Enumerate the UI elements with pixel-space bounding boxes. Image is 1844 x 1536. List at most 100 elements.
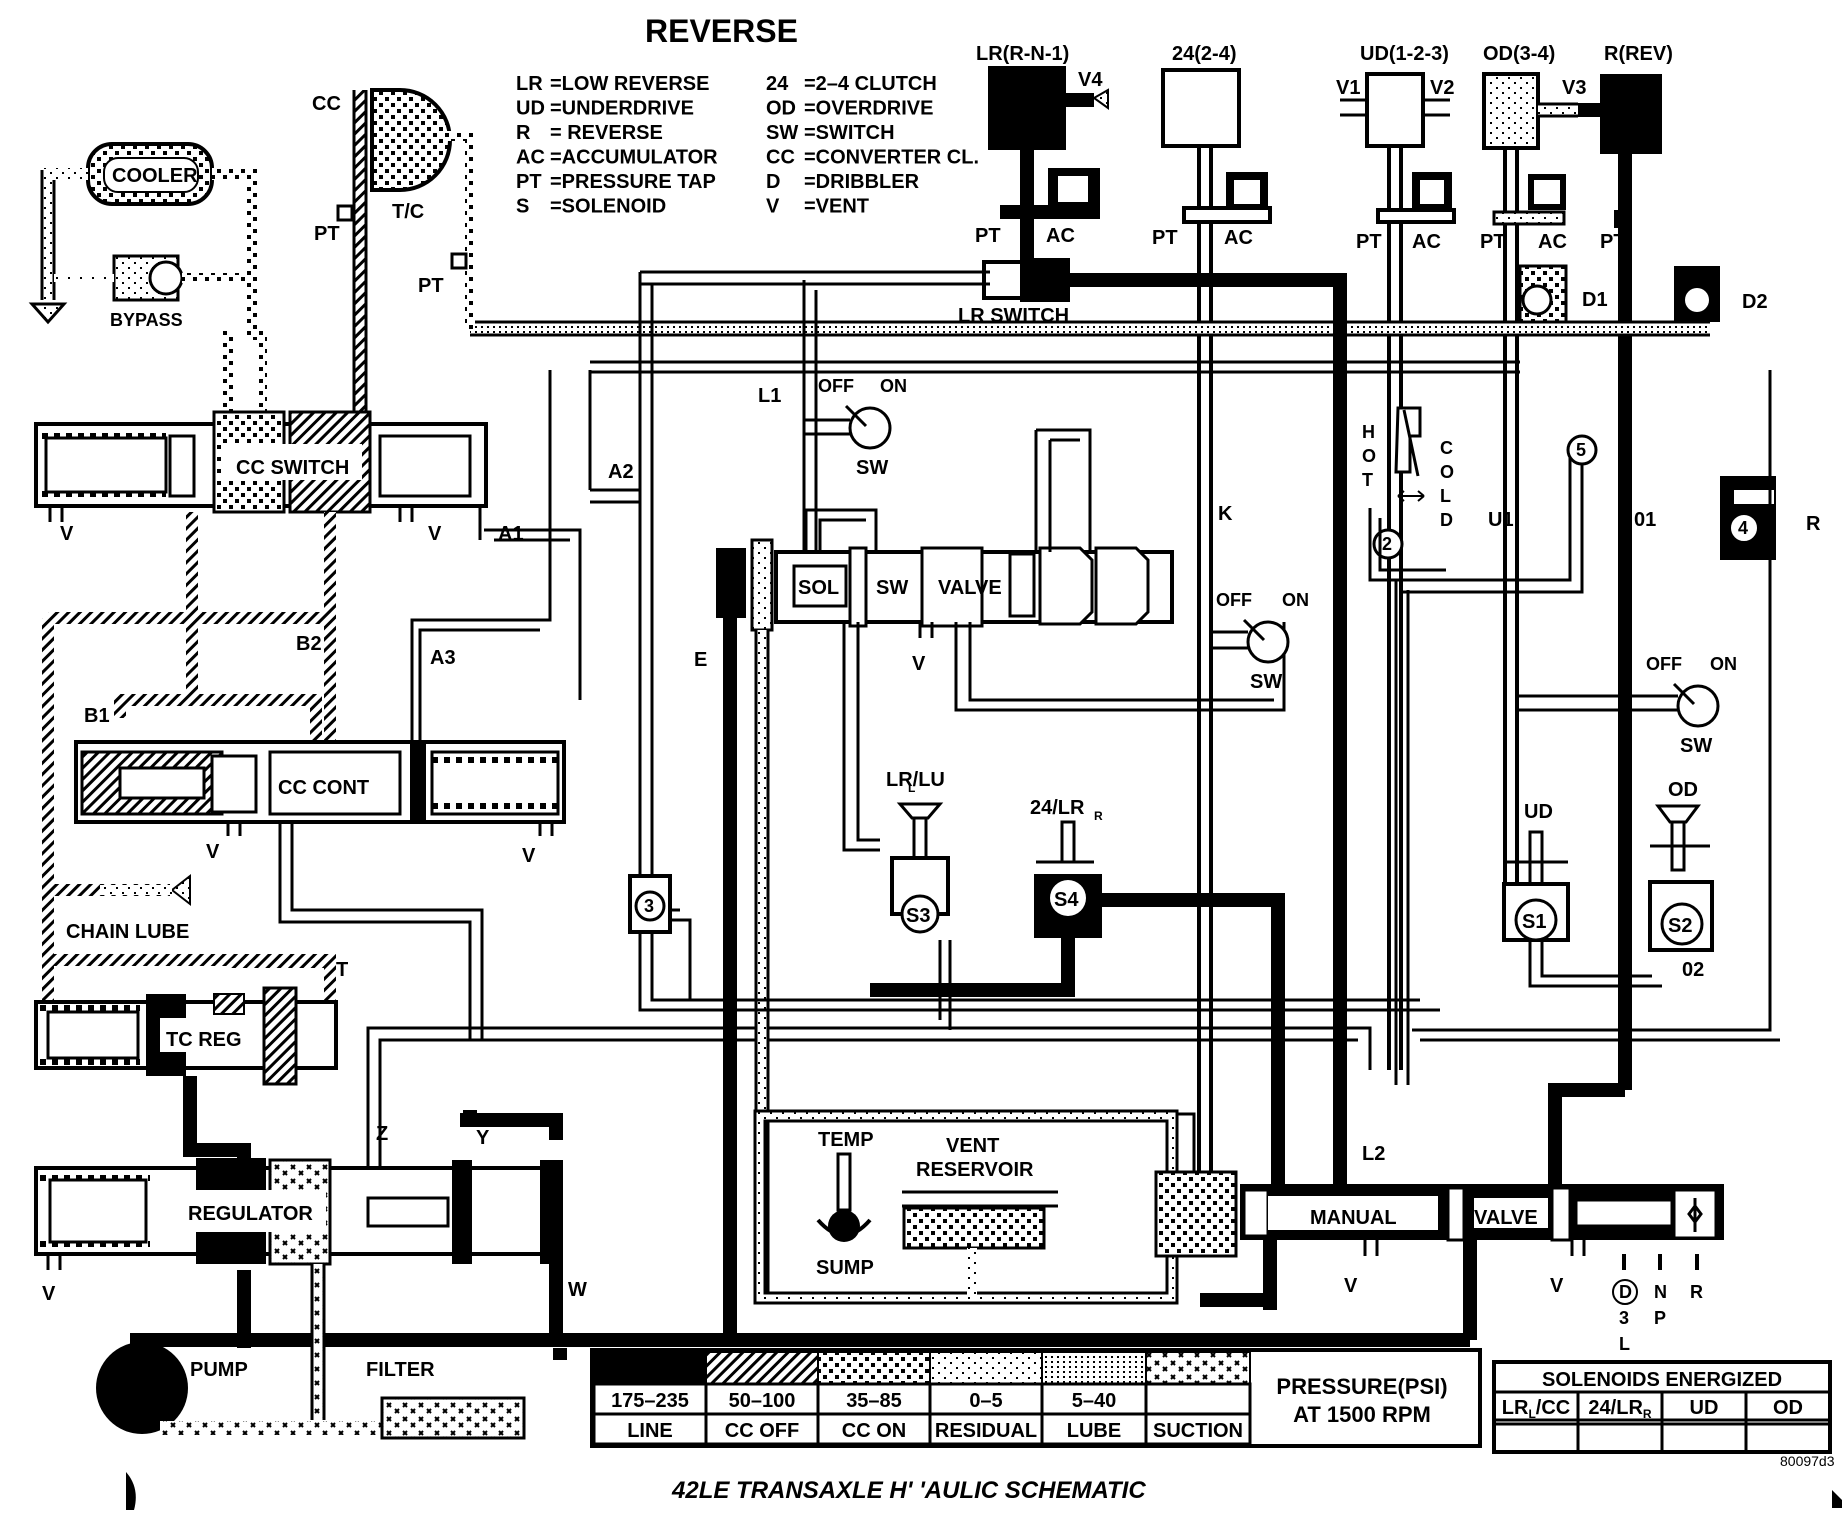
ball-3-label: 3 xyxy=(644,896,654,916)
w-label: W xyxy=(568,1279,587,1301)
vent-v4-label: V4 xyxy=(1078,69,1103,91)
legend-name: RESIDUAL xyxy=(935,1420,1037,1442)
label-subscript: R xyxy=(1094,809,1103,823)
abbr-key: AC xyxy=(516,147,545,169)
pressure-switch-l1: OFF ON SW xyxy=(802,280,907,550)
on-label: ON xyxy=(1282,590,1309,610)
pump-icon xyxy=(96,1342,188,1434)
check-ball-3-icon xyxy=(634,890,666,922)
o1-label: 01 xyxy=(1634,509,1656,531)
regulator-label: REGULATOR xyxy=(188,1203,313,1225)
thermal-valve: H O T C O L D 2 xyxy=(1362,406,1458,1085)
abbr-key: 24 xyxy=(766,73,789,95)
abbr-definition: =ACCUMULATOR xyxy=(550,147,718,169)
check-ball-4-icon xyxy=(1729,513,1759,543)
clutch-ud-label: UD(1-2-3) xyxy=(1360,43,1449,65)
abbr-key: SW xyxy=(766,122,798,144)
legend-swatch-solid xyxy=(593,1351,707,1385)
vent-reservoir-label-2: RESERVOIR xyxy=(916,1159,1034,1181)
check-ball-icon xyxy=(1521,284,1553,316)
page-corner-mark xyxy=(126,1472,136,1510)
column-suffix: /CC xyxy=(1536,1397,1570,1419)
sw-label: SW xyxy=(876,577,908,599)
clutch-reverse-label: R(REV) xyxy=(1604,43,1673,65)
gear-l-label: L xyxy=(1619,1334,1630,1354)
vent-label: V xyxy=(1550,1275,1564,1297)
sw-label: SW xyxy=(1250,671,1282,693)
vent-v2-label: V2 xyxy=(1430,77,1454,99)
legend-swatch-diagonal-hatch xyxy=(705,1351,819,1385)
schematic-title: REVERSE xyxy=(645,13,798,49)
check-ball-3: 3 xyxy=(628,874,672,934)
legend-range: 35–85 xyxy=(846,1390,902,1412)
gear-positions: D 3 L N P R xyxy=(1612,1254,1703,1354)
e-plug xyxy=(716,548,746,618)
on-label: ON xyxy=(880,376,907,396)
gear-d-label: D xyxy=(1619,1282,1632,1302)
ac-label-24: AC xyxy=(1224,227,1253,249)
abbr-key: LR xyxy=(516,73,543,95)
legend-range: 50–100 xyxy=(729,1390,796,1412)
s2-label: S2 xyxy=(1668,915,1692,937)
s4-title: 24/LR xyxy=(1030,797,1085,819)
abbr-key: CC xyxy=(766,147,795,169)
vent-label: V xyxy=(428,523,442,545)
ball-2-label: 2 xyxy=(1382,534,1392,554)
clutch-reverse: R(REV) PT xyxy=(1578,43,1673,1090)
vent-reservoir-label-1: VENT xyxy=(946,1135,999,1157)
abbr-key: PT xyxy=(516,171,542,193)
b2-label: B2 xyxy=(296,633,322,655)
sump-reservoir: TEMP SUMP VENT RESERVOIR xyxy=(753,1109,1238,1305)
column-subscript: R xyxy=(1643,1407,1652,1421)
vent-arrow-icon xyxy=(1092,88,1109,110)
legend-caption-line2: AT 1500 RPM xyxy=(1293,1402,1431,1427)
pressure-switch-k: OFF ON SW xyxy=(1211,590,1309,693)
spring-icon xyxy=(432,757,558,809)
vent-label: V xyxy=(522,845,536,867)
clutch-od: OD(3-4) V3 PT AC xyxy=(1480,43,1586,900)
abbr-definition: =DRIBBLER xyxy=(804,171,920,193)
abbr-key: OD xyxy=(766,98,796,120)
clutch-ud: UD(1-2-3) V1 V2 PT AC xyxy=(1336,43,1456,1070)
s3-title: LR/LU xyxy=(886,769,945,791)
legend-name: LUBE xyxy=(1067,1420,1121,1442)
lr-switch-body xyxy=(982,260,1026,300)
abbr-key: V xyxy=(766,196,780,218)
solenoid-s2: OD S2 02 xyxy=(1648,779,1714,981)
table-title: SOLENOIDS ENERGIZED xyxy=(1542,1369,1782,1391)
torque-converter: CC T/C PT PT xyxy=(223,88,475,430)
l1-label: L1 xyxy=(758,385,781,407)
selected-gear-icon xyxy=(1612,1279,1638,1305)
b1-label: B1 xyxy=(84,705,110,727)
cc-label: CC xyxy=(312,93,341,115)
pt-label-24: PT xyxy=(1152,227,1178,249)
pt-label-rev: PT xyxy=(1600,231,1626,253)
abbr-key: R xyxy=(516,122,531,144)
d2-label: D2 xyxy=(1742,291,1768,313)
legend-swatch-coarse-dots xyxy=(817,1351,931,1385)
spring-icon xyxy=(42,433,166,497)
vent-label: V xyxy=(42,1283,56,1305)
chain-lube-arrow-icon xyxy=(170,873,191,907)
a2-label: A2 xyxy=(608,461,634,483)
on-label: ON xyxy=(1710,654,1737,674)
abbr-definition: =UNDERDRIVE xyxy=(550,98,694,120)
vent-v3-label: V3 xyxy=(1562,77,1586,99)
abbr-definition: =SOLENOID xyxy=(550,196,666,218)
abbr-definition: =VENT xyxy=(804,196,869,218)
solenoid-switch-valve: SOL SW VALVE V xyxy=(750,538,1174,1300)
abbr-definition: =OVERDRIVE xyxy=(804,98,933,120)
solenoid-s4: 24/LR S4 R xyxy=(870,797,1285,1185)
bidirectional-arrow-icon xyxy=(1397,490,1425,502)
sw-label: SW xyxy=(856,457,888,479)
legend-range: 0–5 xyxy=(969,1390,1002,1412)
check-ball-icon xyxy=(1685,288,1709,312)
cc-switch-label: CC SWITCH xyxy=(236,457,349,479)
table-column-header: UD xyxy=(1690,1397,1719,1419)
check-ball-5-icon xyxy=(1566,434,1598,466)
cold-label-o: O xyxy=(1440,462,1454,482)
cc-control-valve: CC CONT V V A3 xyxy=(74,370,566,1040)
gear-n-label: N xyxy=(1654,1282,1667,1302)
